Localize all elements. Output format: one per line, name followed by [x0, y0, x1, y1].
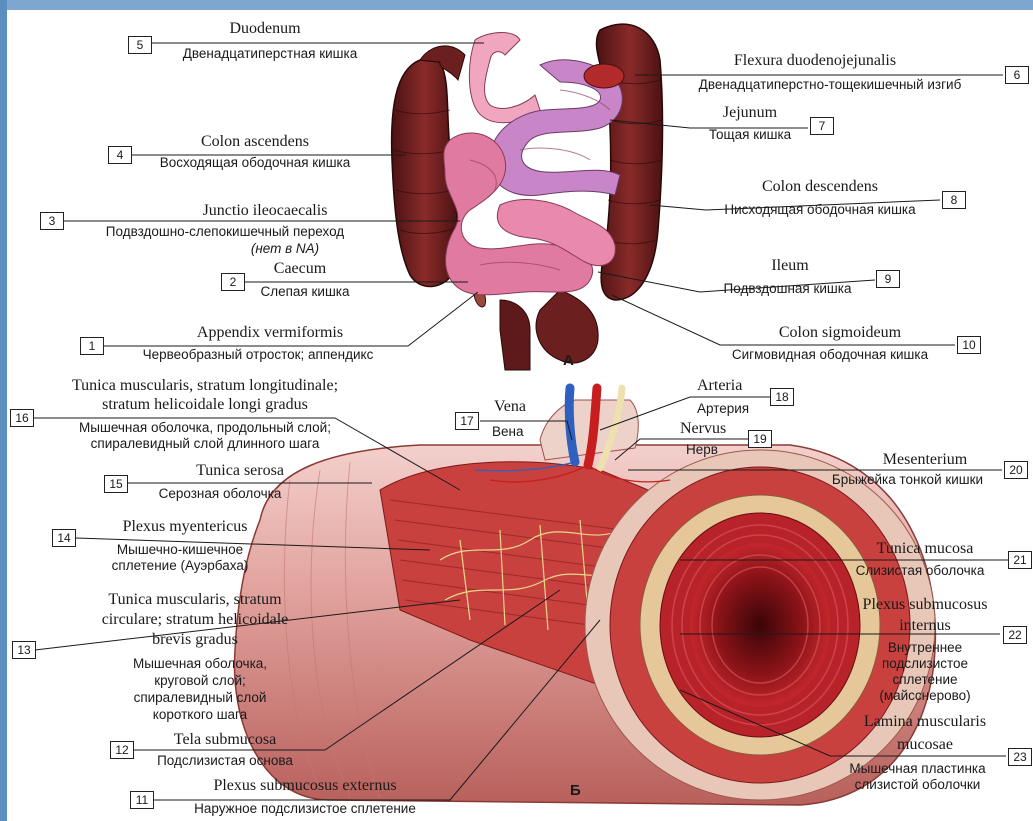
label-latin-appendix: Appendix vermiformis: [150, 324, 390, 342]
label-latin-vena: Vena: [494, 398, 526, 416]
label-latin-lamina-1: Lamina muscularis: [845, 713, 1005, 731]
figure-letter-b: Б: [570, 782, 581, 799]
label-number-22: 22: [1003, 626, 1027, 644]
label-number-15: 15: [104, 475, 128, 493]
label-number-2: 2: [221, 273, 245, 291]
label-number-8: 8: [942, 191, 966, 209]
label-number-17: 17: [455, 412, 479, 430]
label-number-6: 6: [1005, 66, 1029, 84]
label-russian-circulare-4: короткого шага: [90, 707, 310, 723]
label-latin-circulare-3: brevis gradus: [60, 631, 330, 649]
label-russian-circulare-1: Мышечная оболочка,: [90, 656, 310, 672]
label-latin-mesenterium: Mesenterium: [850, 451, 1000, 469]
label-russian-caecum: Слепая кишка: [250, 284, 360, 300]
label-number-19: 19: [748, 430, 772, 448]
label-number-14: 14: [52, 529, 76, 547]
label-number-12: 12: [110, 741, 134, 759]
label-number-7: 7: [810, 117, 834, 135]
label-latin-circulare-1: Tunica muscularis, stratum: [60, 591, 330, 609]
label-russian-arteria: Артерия: [697, 401, 749, 417]
label-russian-ileum: Подвздошная кишка: [700, 281, 875, 297]
small-intestine: [444, 33, 624, 295]
label-russian-mesenterium: Брыжейка тонкой кишки: [810, 472, 1005, 488]
label-latin-colon-sigmoideum: Colon sigmoideum: [735, 324, 945, 342]
label-russian-circulare-2: круговой слой;: [90, 673, 310, 689]
label-russian-myentericus-2: сплетение (Ауэрбаха): [95, 558, 265, 574]
label-number-13: 13: [12, 641, 36, 659]
label-russian-serosa: Серозная оболочка: [140, 486, 300, 502]
label-latin-muscularis-longitudinale-1: Tunica muscularis, stratum longitudinale…: [40, 377, 370, 395]
label-number-23: 23: [1008, 748, 1032, 766]
label-latin-flexura: Flexura duodenojejunalis: [640, 52, 990, 70]
label-number-18: 18: [770, 388, 794, 406]
label-latin-caecum: Caecum: [250, 260, 350, 278]
label-latin-tela-submucosa: Tela submucosa: [140, 731, 310, 749]
label-latin-arteria: Arteria: [697, 377, 742, 395]
label-russian-submucosus-internus-1: Внутреннее: [855, 640, 995, 656]
label-latin-serosa: Tunica serosa: [160, 462, 320, 480]
label-latin-circulare-2: circulare; stratum helicoidale: [60, 611, 330, 629]
label-russian-submucosus-internus-2: подслизистое: [855, 656, 995, 672]
label-latin-junctio: Junctio ileocaecalis: [150, 202, 380, 220]
label-latin-duodenum: Duodenum: [170, 20, 360, 38]
label-russian-submucosus-externus: Наружное подслизистое сплетение: [165, 801, 445, 817]
label-latin-colon-descendens: Colon descendens: [705, 178, 935, 196]
label-russian-appendix: Червеобразный отросток; аппендикс: [108, 347, 408, 363]
label-russian-myentericus-1: Мышечно-кишечное: [95, 542, 265, 558]
label-russian-junctio: Подвздошно-слепокишечный переход: [70, 224, 380, 240]
label-russian-submucosus-internus-4: (майсснерово): [855, 688, 995, 704]
label-note-junctio: (нет в NA): [230, 241, 340, 257]
label-russian-vena: Вена: [492, 424, 523, 440]
label-russian-colon-descendens: Нисходящая ободочная кишка: [700, 202, 940, 218]
label-number-10: 10: [957, 336, 981, 354]
figure-letter-a: А: [563, 352, 574, 369]
label-number-3: 3: [40, 212, 64, 230]
label-number-20: 20: [1004, 461, 1028, 479]
label-latin-myentericus: Plexus myentericus: [100, 518, 270, 536]
label-russian-mucosa: Слизистая оболочка: [835, 563, 1005, 579]
label-number-1: 1: [80, 337, 104, 355]
label-russian-submucosus-internus-3: сплетение: [855, 672, 995, 688]
label-russian-lamina-2: слизистой оболочки: [830, 777, 1005, 793]
label-russian-colon-sigmoideum: Сигмовидная ободочная кишка: [705, 347, 955, 363]
label-latin-jejunum: Jejunum: [690, 104, 810, 122]
label-number-21: 21: [1008, 551, 1032, 569]
label-number-5: 5: [128, 36, 152, 54]
label-latin-submucosus-internus-2: internus: [855, 617, 995, 635]
label-number-16: 16: [10, 409, 34, 427]
label-latin-ileum: Ileum: [720, 257, 860, 275]
label-russian-tela-submucosa: Подслизистая основа: [140, 753, 310, 769]
label-russian-muscularis-longitudinale-1: Мышечная оболочка, продольный слой;: [45, 420, 365, 436]
label-latin-nervus: Nervus: [680, 420, 726, 438]
label-russian-lamina-1: Мышечная пластинка: [830, 761, 1005, 777]
label-russian-nervus: Нерв: [686, 442, 718, 458]
label-latin-submucosus-externus: Plexus submucosus externus: [170, 777, 440, 795]
label-russian-colon-ascendens: Восходящая ободочная кишка: [135, 155, 375, 171]
label-russian-flexura: Двенадцатиперстно-тощекишечный изгиб: [660, 77, 1000, 93]
label-russian-duodenum: Двенадцатиперстная кишка: [160, 46, 380, 62]
label-number-11: 11: [130, 791, 154, 809]
label-russian-muscularis-longitudinale-2: спиралевидный слой длинного шага: [45, 436, 365, 452]
label-latin-muscularis-longitudinale-2: stratum helicoidale longi gradus: [40, 396, 370, 414]
label-russian-circulare-3: спиралевидный слой: [90, 690, 310, 706]
label-latin-mucosa: Tunica mucosa: [850, 540, 1000, 558]
label-number-9: 9: [876, 270, 900, 288]
label-latin-submucosus-internus-1: Plexus submucosus: [855, 596, 995, 614]
label-russian-jejunum: Тощая кишка: [690, 127, 810, 143]
label-number-4: 4: [108, 146, 132, 164]
label-latin-lamina-2: mucosae: [845, 736, 1005, 754]
label-latin-colon-ascendens: Colon ascendens: [150, 133, 360, 151]
